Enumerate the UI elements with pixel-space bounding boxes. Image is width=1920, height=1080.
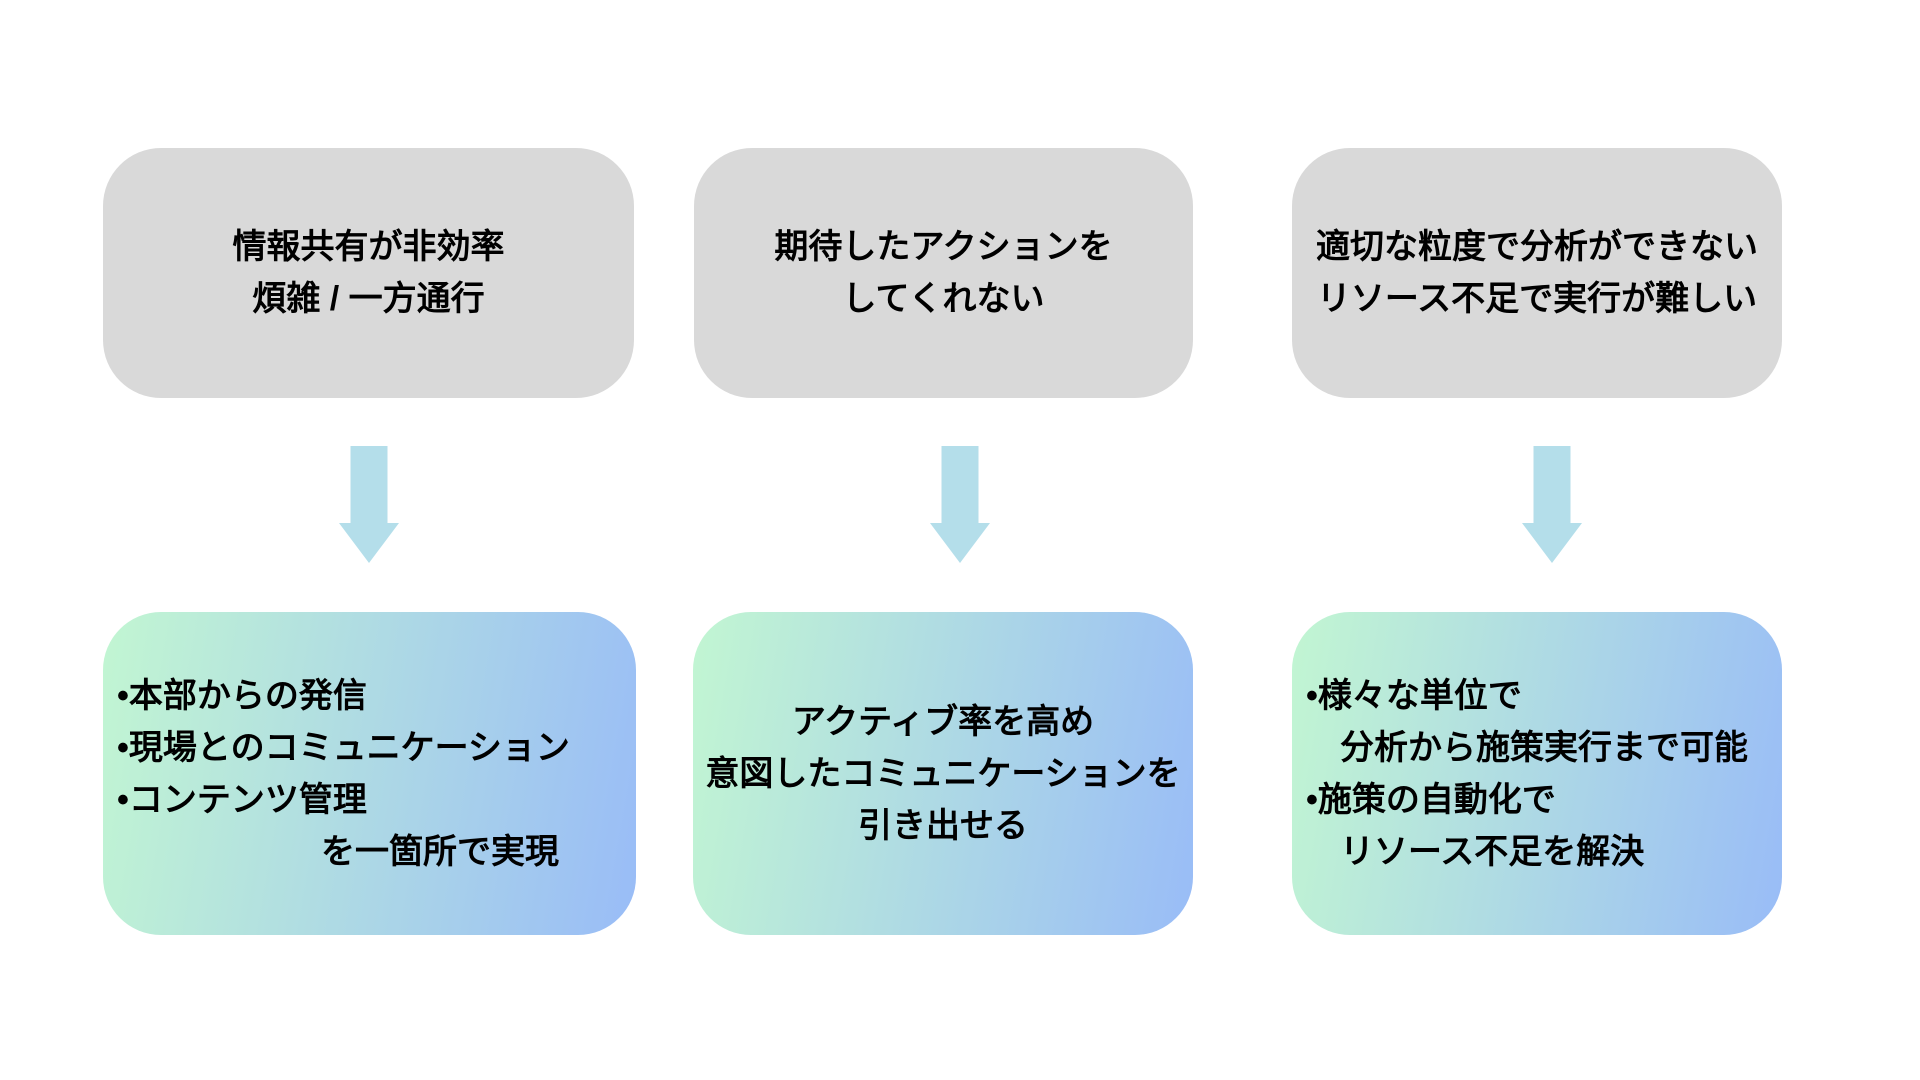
solution-text-3: •様々な単位で 分析から施策実行まで可能 •施策の自動化で リソース不足を解決 bbox=[1306, 676, 1748, 871]
solution-text-1: •本部からの発信 •現場とのコミュニケーション •コンテンツ管理 を一箇所で実現 bbox=[117, 676, 570, 871]
solution-text-2: アクティブ率を高め 意図したコミュニケーションを 引き出せる bbox=[705, 702, 1181, 845]
solution-box-2: アクティブ率を高め 意図したコミュニケーションを 引き出せる bbox=[693, 612, 1193, 935]
solution-box-3: •様々な単位で 分析から施策実行まで可能 •施策の自動化で リソース不足を解決 bbox=[1292, 612, 1782, 935]
problem-box-3: 適切な粒度で分析ができない リソース不足で実行が難しい bbox=[1292, 148, 1782, 398]
problem-text-2: 期待したアクションを してくれない bbox=[774, 228, 1113, 318]
down-arrow-icon-1 bbox=[339, 446, 399, 563]
down-arrow-icon-2 bbox=[930, 446, 990, 563]
solution-box-1: •本部からの発信 •現場とのコミュニケーション •コンテンツ管理 を一箇所で実現 bbox=[103, 612, 636, 935]
problem-text-1: 情報共有が非効率 煩雑 / 一方通行 bbox=[232, 228, 505, 318]
problem-box-2: 期待したアクションを してくれない bbox=[694, 148, 1193, 398]
problem-text-3: 適切な粒度で分析ができない リソース不足で実行が難しい bbox=[1316, 228, 1758, 318]
problem-box-1: 情報共有が非効率 煩雑 / 一方通行 bbox=[103, 148, 634, 398]
down-arrow-icon-3 bbox=[1522, 446, 1582, 563]
